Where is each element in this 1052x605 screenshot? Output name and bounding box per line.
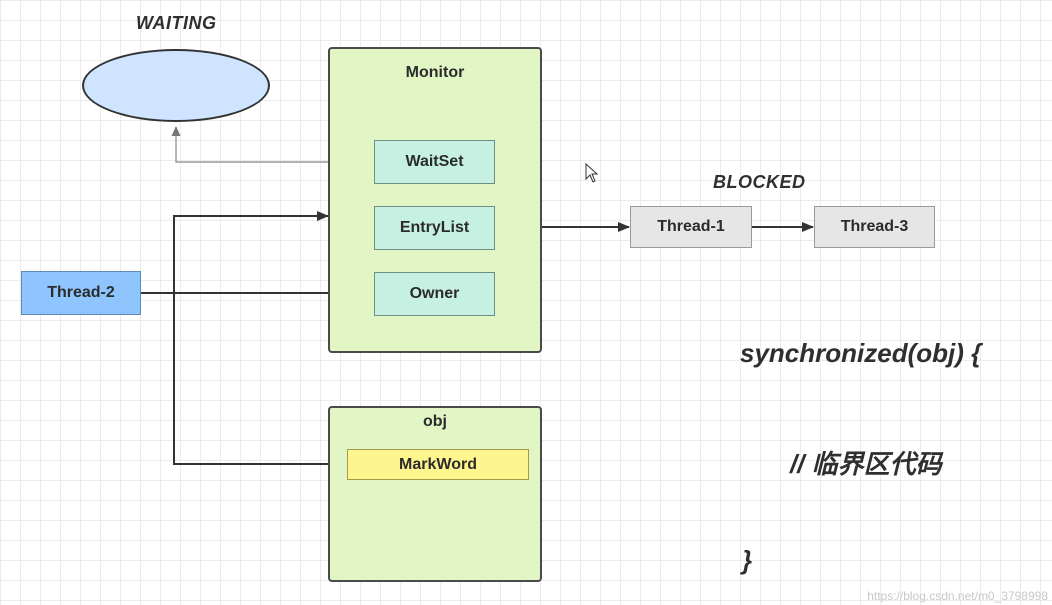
code-line-close-brace: } [742, 545, 753, 575]
thread2-box: Thread-2 [21, 271, 141, 315]
monitor-title: Monitor [405, 64, 465, 81]
waiting-ellipse [82, 49, 270, 122]
watermark-text: https://blog.csdn.net/m0_3798998 [867, 589, 1048, 603]
mouse-cursor-icon [585, 163, 599, 183]
obj-title: obj [423, 413, 447, 430]
owner-slot: Owner [374, 272, 495, 316]
thread3-box: Thread-3 [814, 206, 935, 248]
waitset-slot: WaitSet [374, 140, 495, 184]
waiting-state-label: WAITING [136, 13, 217, 33]
obj-panel: obj [328, 406, 542, 582]
waitset-to-waiting-arrow [171, 126, 375, 163]
code-line-comment: // 临界区代码 [790, 449, 942, 479]
thread1-box: Thread-1 [630, 206, 752, 248]
code-line-synchronized: synchronized(obj) { [740, 338, 982, 368]
markword-field: MarkWord [347, 449, 529, 480]
entrylist-slot: EntryList [374, 206, 495, 250]
blocked-state-label: BLOCKED [713, 172, 806, 192]
markword-to-monitor-arrow [173, 211, 347, 465]
